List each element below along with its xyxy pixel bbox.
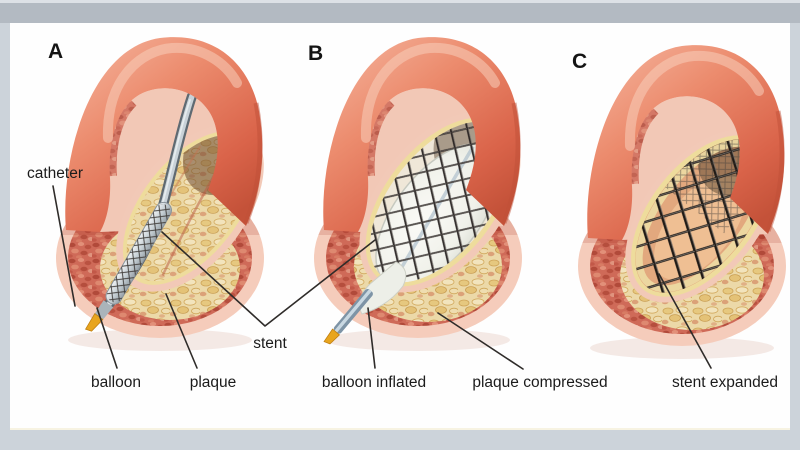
catheter [84,91,197,332]
tube-highlight [102,42,242,143]
annotation-labels: catheter balloon plaque stent balloon in… [27,165,778,391]
leader-stent [161,231,376,327]
panel-letter-c: C [572,50,588,73]
frame-top-hairline [0,0,800,3]
tube-cut-wall-band [628,106,659,185]
panel-b-artery-illustration: B [308,37,538,351]
stent-on-balloon [105,201,172,305]
leader-plaque [165,293,198,369]
label-plaque: plaque [190,374,237,391]
panel-c-artery-illustration: C [572,45,795,359]
leader-plaque-compressed [437,312,524,370]
catheter-tip [323,328,341,345]
catheter [323,288,373,345]
panel-letter-b: B [308,42,324,65]
leader-lines [52,185,712,370]
label-balloon-inflated: balloon inflated [322,374,426,391]
leader-catheter [52,185,76,307]
leader-balloon [96,307,118,369]
tube-highlight [360,42,500,143]
tube-cut-wall-band [106,98,137,177]
label-stent-expanded: stent expanded [672,374,778,391]
frame-top-bar [0,3,800,23]
artery-shadow [68,329,252,351]
tube-edge-shade [765,110,785,232]
label-plaque-compressed: plaque compressed [472,374,607,391]
tube-edge-shade [501,102,521,224]
label-balloon: balloon [91,374,141,391]
tube-highlight [624,50,764,151]
leader-balloon-inflated [367,307,376,369]
artery-shadow [590,337,774,359]
label-stent: stent [253,335,287,352]
leader-stent-expanded [658,273,712,369]
tube-cut-wall-band [364,98,395,177]
label-catheter: catheter [27,165,83,182]
panel-a-artery-illustration: A [48,37,278,351]
tube-edge-shade [243,102,263,224]
panel-letter-a: A [48,40,64,63]
